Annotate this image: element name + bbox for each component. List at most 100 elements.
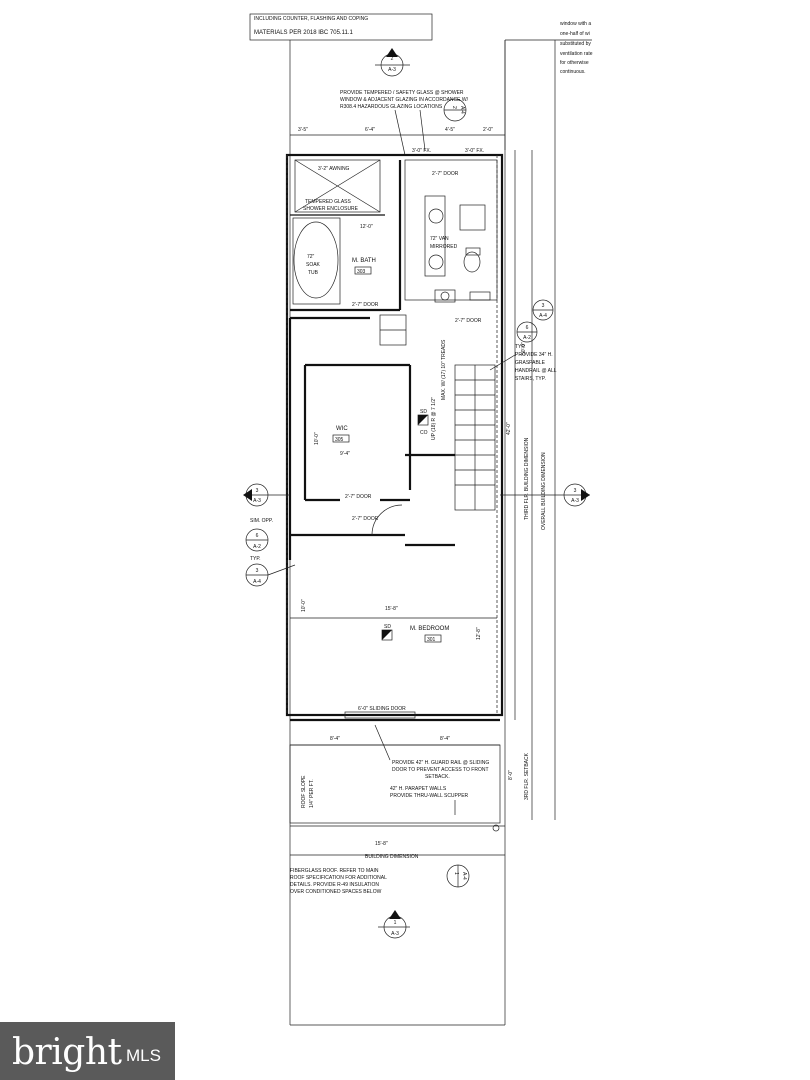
roof-deck: 8'-4" 8'-4" PROVIDE 42" H. GUARD RAIL @ … [289,718,501,832]
overall-dim: OVERALL BUILDING DIMENSION [541,452,547,530]
tub-1: 72" [307,254,315,260]
callout-right-detail-sheet: A-4 [539,313,547,319]
header-note-line1: INCLUDING COUNTER, FLASHING AND COPING [254,16,368,22]
door-stair: 2'-7" DOOR [352,516,379,522]
section-callout-top-right: 2 A-4 [443,98,467,122]
section-callout-top: 2 A-3 [375,48,410,77]
dim-deck-b: 8'-4" [440,736,450,742]
fixed-window-2: 3'-0" FX. [465,148,484,154]
right-note-2: one-half of wi [560,31,590,37]
tub-2: SOAK [306,262,321,268]
guard-note-3: SETBACK. [425,774,450,780]
callout-right-detail: 3 A-4 6 A-2 [516,299,554,343]
callout-bottom-section-num: 1 [453,872,459,875]
dim-bed-left: 10'-0" [301,599,307,612]
top-dimensions: 3'-5" 6'-4" 4'-5" 2'-0" 3'-0" FX. 3'-0" … [290,127,505,154]
right-note-1: window with a [560,21,591,27]
right-note-5: for otherwise [560,60,589,66]
dim-setback: 8'-0" [508,770,514,780]
vanity-1: 72" VAN [430,236,449,242]
dim-wic-w: 9'-4" [340,451,350,457]
callout-top-num: 2 [391,56,394,62]
bottom-notes: 15'-8" BUILDING DIMENSION FIBERGLASS ROO… [290,841,419,895]
handrail-2: PROVIDE 34" H. [515,352,553,358]
callout-bottom-section: 1 A-4 [446,864,470,888]
handrail-1: TYP. [515,344,525,350]
third-setback: 3RD FLR. SETBACK [524,752,530,800]
roof-note-4: OVER CONDITIONED SPACES BELOW [290,889,382,895]
dim-top-d: 2'-0" [483,127,493,133]
stair: UP (18) R @ 7 1/2" MAX. W/ (17) 10" TREA… [352,339,496,547]
callout-right-detail2-sheet: A-2 [523,335,531,341]
parapet-note-1: 42" H. PARAPET WALLS [390,786,447,792]
handrail-3: GRASPABLE [515,360,546,366]
glass-note-1: PROVIDE TEMPERED / SAFETY GLASS @ SHOWER [340,90,464,96]
dim-top-b: 6'-4" [365,127,375,133]
shower-note-1: TEMPERED GLASS [305,199,352,205]
right-note-6: continuous. [560,69,586,75]
room-bedroom-num: 301 [427,637,436,643]
roof-slope-2: 1/4" PER FT. [309,779,315,808]
dim-deck-a: 8'-4" [330,736,340,742]
sliding-door: 6'-0" SLIDING DOOR [358,706,406,712]
watermark-brand: bright [12,1032,122,1073]
roof-note-2: ROOF SPECIFICATION FOR ADDITIONAL [290,875,387,881]
dim-top-c: 4'-5" [445,127,455,133]
handrail-5: STAIRS, TYP. [515,376,546,382]
walk-in-closet: WIC 305 9'-4" 10'-0" 2'-7" DOOR [288,314,412,560]
master-bath: 3'-2" AWNING TEMPERED GLASS SHOWER ENCLO… [290,159,498,324]
callout-right-sheet: A-3 [571,498,579,504]
room-bath-name: M. BATH [352,258,376,264]
glass-note-3: R308.4 HAZARDOUS GLAZING LOCATIONS [340,104,443,110]
awning-window: 3'-2" AWNING [318,166,350,172]
callout-left-mid: 3 A-3 [243,483,290,507]
exterior-walls [285,153,504,717]
dim-v-total: 50'-0" [521,342,527,355]
dim-bed-h: 12'-8" [476,627,482,640]
dim-top-a: 3'-5" [298,127,308,133]
sim-opp: SIM. OPP. [250,518,273,524]
third-flr-dim: THIRD FLR. BUILDING DIMENSION [524,437,530,520]
tag-sd2: SD [384,624,391,630]
watermark-suffix: MLS [126,1046,161,1065]
room-wic-name: WIC [336,426,348,432]
shower-note-2: SHOWER ENCLOSURE [303,206,359,212]
glass-note-2: WINDOW & ADJACENT GLAZING IN ACCORDANCE … [340,97,469,103]
roof-note-3: DETAILS. PROVIDE R-49 INSULATION [290,882,379,888]
parapet-note-2: PROVIDE THRU-WALL SCUPPER [390,793,469,799]
callout-left-low: 3 A-4 [245,563,296,587]
dim-bottom: 15'-8" [375,841,388,847]
glass-note: PROVIDE TEMPERED / SAFETY GLASS @ SHOWER… [340,90,469,156]
property-lines [289,40,506,1026]
roof-slope-1: ROOF SLOPE [301,775,307,808]
dim-bed-w: 15'-8" [385,606,398,612]
roof-note-1: FIBERGLASS ROOF. REFER TO MAIN [290,868,379,874]
handrail-4: HANDRAIL @ ALL [515,368,557,374]
guard-note-2: DOOR TO PREVENT ACCESS TO FRONT [392,767,489,773]
door-bath: 2'-7" DOOR [352,302,379,308]
detector-tags: SD CO SD [381,409,429,641]
callout-top-sheet: A-3 [388,67,396,73]
callout-bottom-sheet: A-3 [391,931,399,937]
door-wic: 2'-7" DOOR [345,494,372,500]
callout-left-detail-num: 6 [256,533,259,539]
callout-left-detail: 6 A-2 SIM. OPP. TYP. [245,518,273,562]
callout-right-num: 3 [574,488,577,494]
vanity-2: MIRRORED [430,244,458,250]
typ-left: TYP. [250,556,260,562]
callout-left-low-sheet: A-4 [253,579,261,585]
callout-left-num: 3 [256,488,259,494]
callout-bottom: 1 A-3 [378,910,410,939]
master-bedroom: M. BEDROOM 301 15'-8" 12'-8" 10'-0" 6'-0… [290,504,497,719]
building-dimension: BUILDING DIMENSION [365,854,419,860]
dim-wic-h: 10'-0" [314,432,320,445]
room-bedroom-name: M. BEDROOM [410,626,449,632]
stair-max: MAX. W/ (17) 10" TREADS [441,339,447,400]
tub-3: TUB [308,270,319,276]
bright-mls-watermark: bright MLS [0,1022,175,1080]
room-wic-num: 305 [335,437,344,443]
door-wc: 2'-7" DOOR [432,171,459,177]
callout-left-low-num: 3 [256,568,259,574]
right-note-3: substituted by [560,41,591,47]
